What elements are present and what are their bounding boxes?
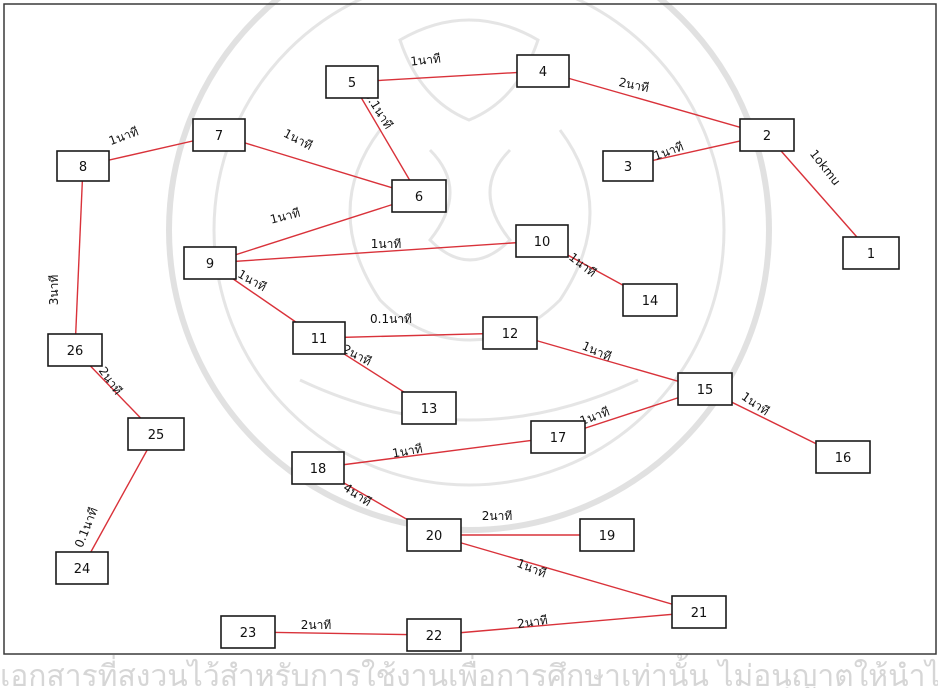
edge-8-26: [75, 166, 83, 350]
edge-label-5-4: 1นาที: [410, 51, 442, 68]
node-11: 11: [293, 322, 345, 354]
node-label: 6: [415, 190, 423, 205]
watermark-text: เอกสารที่สงวนไว้สำหรับการใช้งานเพื่อการศ…: [0, 654, 938, 688]
node-6: 6: [392, 180, 446, 212]
node-label: 12: [502, 327, 519, 342]
node-19: 19: [580, 519, 634, 551]
node-21: 21: [672, 596, 726, 628]
node-8: 8: [57, 151, 109, 181]
edge-label-3-2: 1นาที: [652, 139, 686, 163]
node-label: 23: [240, 626, 257, 641]
node-label: 17: [550, 431, 567, 446]
edge-label-23-22: 2นาที: [301, 618, 332, 632]
node-label: 19: [599, 529, 616, 544]
edge-label-26-25: 2นาที: [96, 364, 125, 397]
node-label: 24: [74, 562, 91, 577]
edge-label-8-7: 1นาที: [107, 124, 141, 148]
node-10: 10: [516, 225, 568, 257]
node-label: 10: [534, 235, 551, 250]
edge-25-24: [82, 434, 156, 568]
edge-label-18-17: 1นาที: [391, 442, 424, 461]
node-label: 14: [642, 294, 659, 309]
edge-5-4: [352, 71, 543, 82]
edge-label-12-15: 1นาที: [580, 339, 614, 364]
node-9: 9: [184, 247, 236, 279]
node-label: 11: [311, 332, 328, 347]
node-label: 8: [79, 160, 87, 175]
edge-label-1-2: 1okmu: [807, 147, 843, 188]
node-label: 4: [539, 65, 547, 80]
node-label: 20: [426, 529, 443, 544]
node-7: 7: [193, 119, 245, 151]
node-label: 7: [215, 129, 223, 144]
node-label: 13: [421, 402, 438, 417]
edge-label-9-6: 1นาที: [269, 206, 302, 227]
edge-label-7-6: 1นาที: [281, 126, 315, 153]
node-label: 18: [310, 462, 327, 477]
edge-20-21: [434, 535, 699, 612]
node-14: 14: [623, 284, 677, 316]
node-20: 20: [407, 519, 461, 551]
node-label: 5: [348, 76, 356, 91]
node-24: 24: [56, 552, 108, 584]
node-15: 15: [678, 373, 732, 405]
edge-label-11-12: 0.1นาที: [370, 312, 412, 326]
node-5: 5: [326, 66, 378, 98]
edge-11-12: [319, 333, 510, 338]
node-label: 2: [763, 129, 771, 144]
diagram-frame: [4, 4, 936, 654]
edge-23-22: [248, 632, 434, 635]
edge-label-9-10: 1นาที: [371, 237, 402, 251]
node-17: 17: [531, 421, 585, 453]
node-label: 25: [148, 428, 165, 443]
node-23: 23: [221, 616, 275, 648]
edge-label-20-19: 2นาที: [482, 509, 513, 523]
node-label: 26: [67, 344, 84, 359]
edge-label-22-21: 2นาที: [516, 613, 548, 631]
university-seal-watermark: [169, 0, 769, 530]
node-2: 2: [740, 119, 794, 151]
edge-label-8-26: 3นาที: [47, 275, 61, 306]
node-label: 15: [697, 383, 714, 398]
node-label: 16: [835, 451, 852, 466]
edge-18-17: [318, 437, 558, 468]
node-label: 9: [206, 257, 214, 272]
edge-2-4: [543, 71, 767, 135]
edge-9-6: [210, 196, 419, 263]
edge-label-9-11: 1นาที: [235, 267, 268, 294]
node-25: 25: [128, 418, 184, 450]
node-26: 26: [48, 334, 102, 366]
node-3: 3: [603, 151, 653, 181]
node-12: 12: [483, 317, 537, 349]
node-label: 1: [867, 247, 875, 262]
node-label: 3: [624, 160, 632, 175]
edge-label-2-4: 2นาที: [617, 75, 650, 95]
node-label: 21: [691, 606, 708, 621]
node-16: 16: [816, 441, 870, 473]
node-label: 22: [426, 629, 443, 644]
edge-label-20-21: 1นาที: [515, 556, 549, 580]
node-13: 13: [402, 392, 456, 424]
node-4: 4: [517, 55, 569, 87]
edge-22-21: [434, 612, 699, 635]
node-22: 22: [407, 619, 461, 651]
node-1: 1: [843, 237, 899, 269]
node-18: 18: [292, 452, 344, 484]
